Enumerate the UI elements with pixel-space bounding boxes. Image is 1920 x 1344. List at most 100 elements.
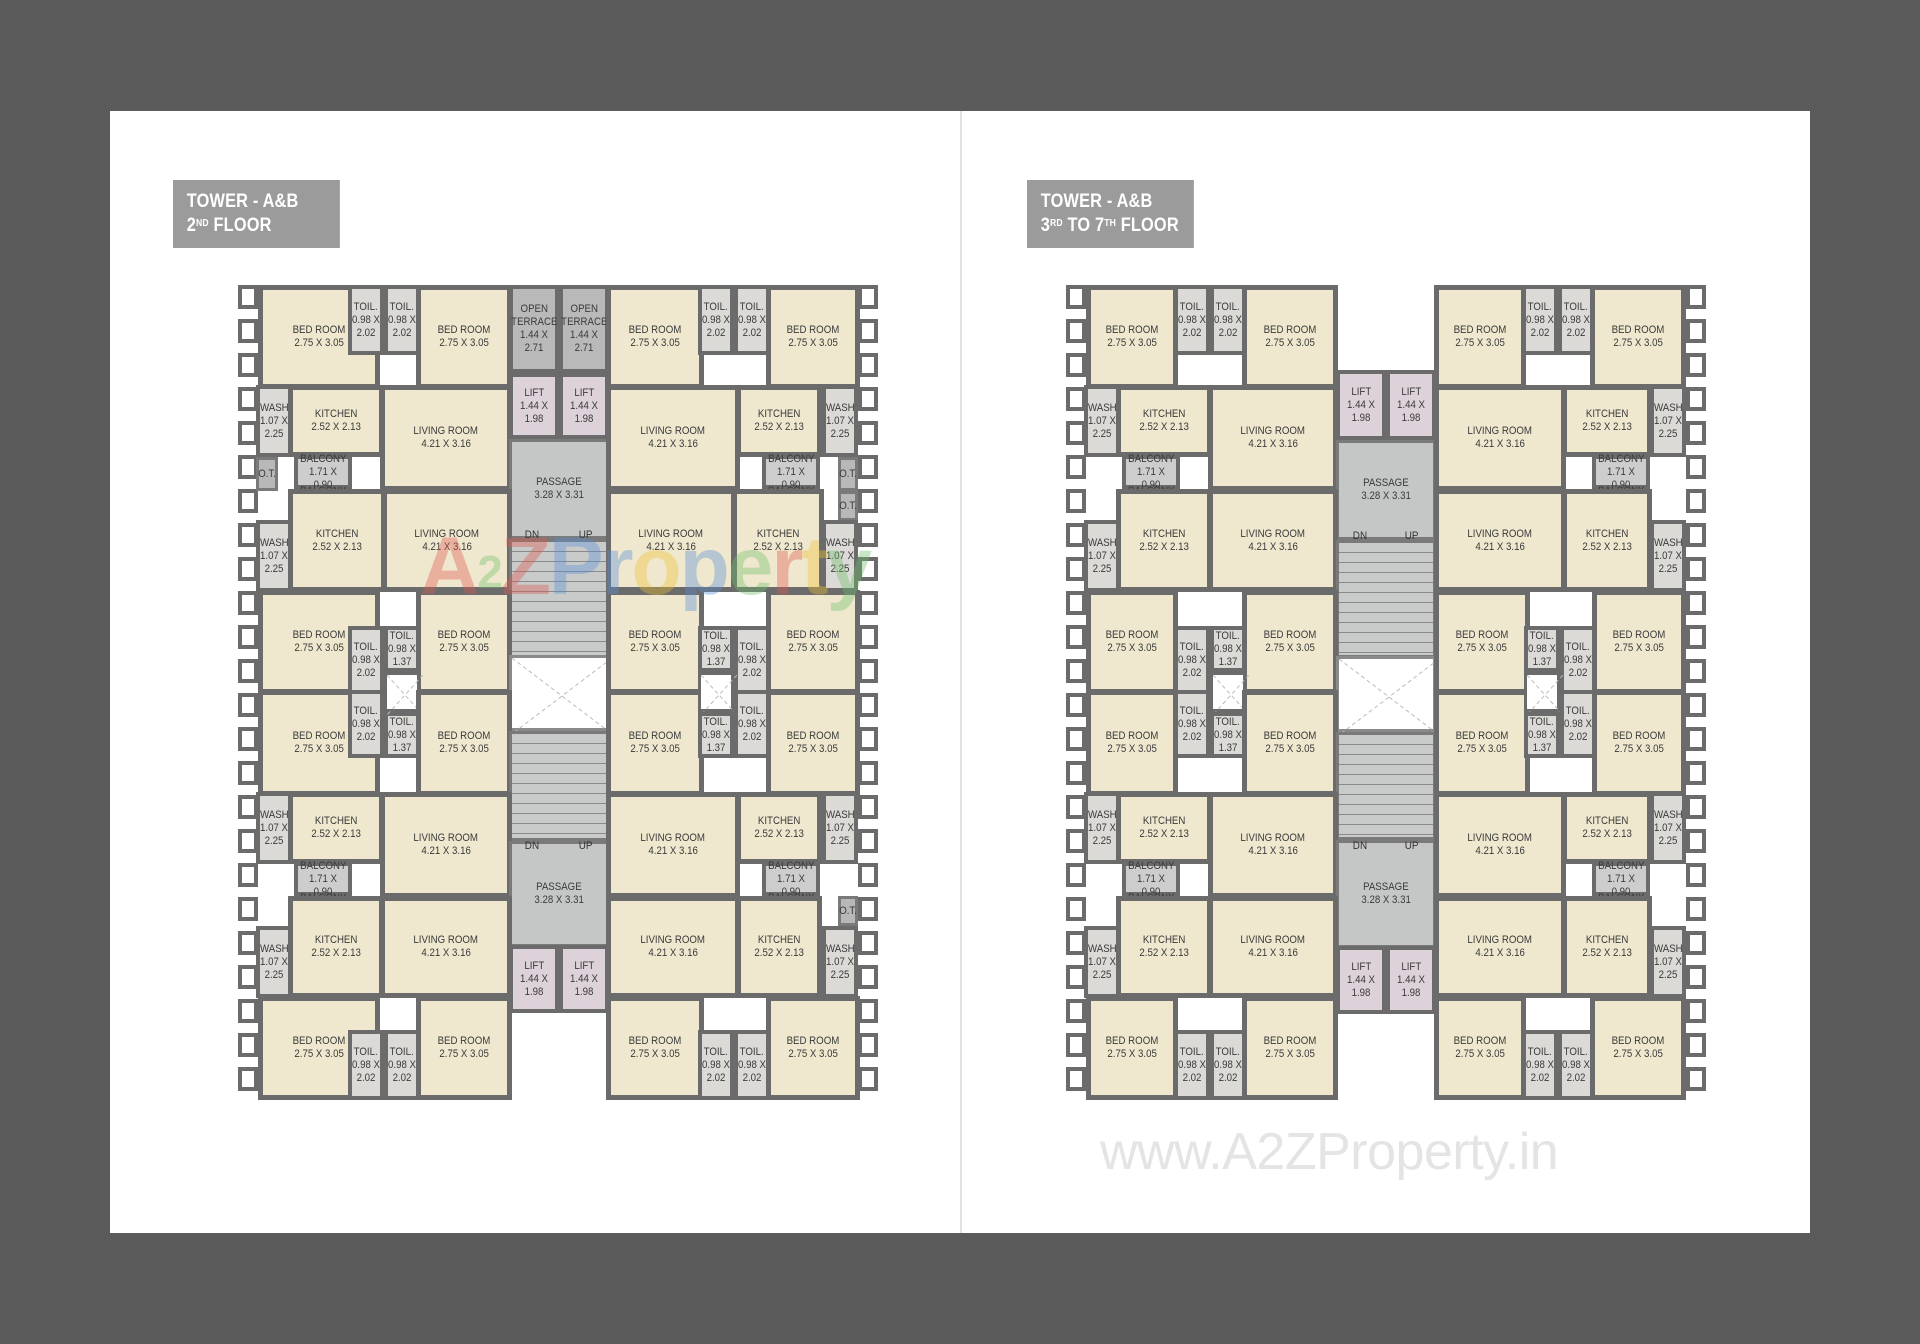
window-bay <box>858 625 878 649</box>
room-label: LIVING ROOM <box>1467 832 1533 844</box>
room-label: TOIL. <box>1529 629 1555 642</box>
window-bay <box>238 659 258 683</box>
room-label: BED ROOM <box>628 1035 682 1047</box>
room-label: WASH <box>259 401 289 414</box>
window-bay <box>238 693 258 717</box>
room-dimensions: 3.28 X 3.31 <box>1361 490 1411 502</box>
room-label: KITCHEN <box>1142 815 1186 827</box>
room-label: BED ROOM <box>292 730 346 742</box>
room-dimensions: 4.21 X 3.16 <box>648 438 698 450</box>
window-bay <box>1066 795 1086 819</box>
room-label: LIFT <box>1401 960 1421 973</box>
room-dimensions: 2.75 X 3.05 <box>1107 1048 1157 1060</box>
room-toil: TOIL.0.98 X 2.02 <box>1522 285 1558 355</box>
room-label: BED ROOM <box>1263 730 1317 742</box>
room-dimensions: 2.75 X 3.05 <box>630 1048 680 1060</box>
window-bay <box>238 421 258 445</box>
window-bay <box>238 455 258 479</box>
window-bay <box>238 557 258 581</box>
room-label: BALCONY <box>767 452 815 465</box>
window-bay <box>1066 1067 1086 1091</box>
window-bay <box>1066 523 1086 547</box>
room-label: TOIL. <box>1179 640 1205 653</box>
room-label: TOIL. <box>1179 704 1205 717</box>
room-dimensions: 0.98 X 2.02 <box>702 313 730 339</box>
floor-title-part: 2 <box>186 215 197 236</box>
window-bay <box>858 931 878 955</box>
room-shaft <box>384 672 423 715</box>
room-dimensions: 2.75 X 3.05 <box>1613 1048 1663 1060</box>
floor-title-part: 3 <box>1040 215 1051 236</box>
room-dimensions: 1.07 X 2.25 <box>260 821 288 847</box>
room-label: BALCONY <box>299 859 347 872</box>
room-dimensions: 0.98 X 2.02 <box>738 313 766 339</box>
room-label: WASH <box>1087 942 1117 955</box>
room-stair <box>509 731 609 841</box>
room-void <box>509 655 612 734</box>
window-bay <box>858 421 878 445</box>
room-label: BED ROOM <box>1612 730 1666 742</box>
room-shaft <box>1524 672 1563 715</box>
room-label: TOIL. <box>389 629 415 642</box>
room-dimensions: 0.98 X 2.02 <box>1526 313 1554 339</box>
room-dimensions: 1.07 X 2.25 <box>1088 414 1116 440</box>
room-label: TOIL. <box>739 300 765 313</box>
room-toil: TOIL.0.98 X 1.37 <box>384 626 420 672</box>
room-label: WASH <box>259 808 289 821</box>
room-toil: TOIL.0.98 X 1.37 <box>1524 626 1560 672</box>
room-dimensions: 3.28 X 3.31 <box>534 894 584 906</box>
room-label: LIVING ROOM <box>1240 832 1306 844</box>
room-label: LIVING ROOM <box>640 832 706 844</box>
room-label: KITCHEN <box>1585 527 1629 540</box>
room-dimensions: 2.75 X 3.05 <box>1265 337 1315 349</box>
room-label: TOIL. <box>703 1045 729 1058</box>
room-toil: TOIL.0.98 X 2.02 <box>1174 690 1210 758</box>
room-label: TOIL. <box>353 1045 379 1058</box>
room-dimensions: 1.07 X 2.25 <box>826 414 854 440</box>
room-label: WASH <box>1653 942 1683 955</box>
room-label: BED ROOM <box>1611 1035 1665 1047</box>
room-label: O.T. <box>839 499 857 512</box>
room-label: LIVING ROOM <box>413 934 479 946</box>
room-dimensions: 4.21 X 3.16 <box>1475 947 1525 959</box>
room-toil: TOIL.0.98 X 2.02 <box>348 1030 384 1100</box>
stair-direction-label: UP <box>578 840 593 852</box>
room-dimensions: 2.52 X 2.13 <box>1582 947 1632 959</box>
window-bay <box>238 285 258 309</box>
room-dimensions: 2.75 X 3.05 <box>439 642 489 654</box>
window-bay <box>238 829 258 853</box>
room-shaft <box>1210 672 1249 715</box>
room-dimensions: 0.98 X 1.37 <box>1214 642 1242 668</box>
window-bay <box>858 863 878 887</box>
room-label: WASH <box>1653 808 1683 821</box>
room-shaft <box>698 672 737 715</box>
room-label: BED ROOM <box>786 324 840 336</box>
room-dimensions: 4.21 X 3.16 <box>648 947 698 959</box>
room-toil: TOIL.0.98 X 2.02 <box>698 1030 734 1100</box>
room-toil: TOIL.0.98 X 2.02 <box>1210 1030 1246 1100</box>
window-bay <box>1686 795 1706 819</box>
window-bay <box>238 999 258 1023</box>
window-bay <box>858 523 878 547</box>
room-dimensions: 4.21 X 3.16 <box>648 845 698 857</box>
